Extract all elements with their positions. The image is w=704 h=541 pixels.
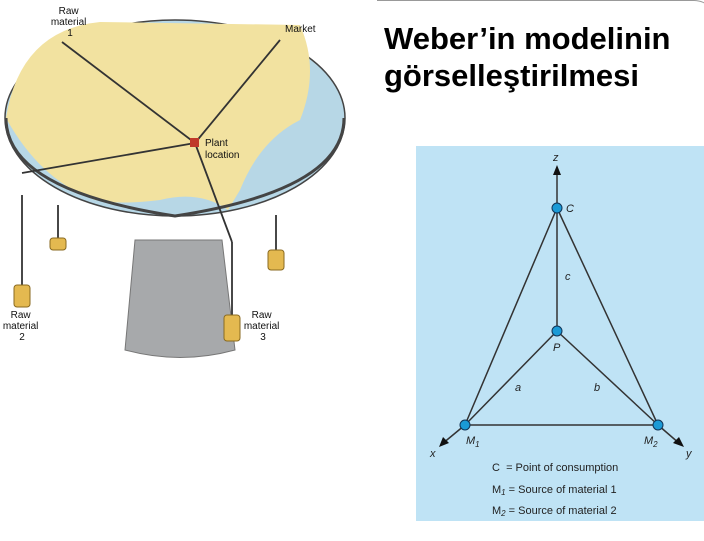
axis-x-label: x — [429, 448, 436, 460]
label-raw-material-3: Raw material 3 — [244, 310, 282, 343]
strings — [21, 39, 281, 315]
legend-m2: M2 = Source of material 2 — [492, 505, 617, 518]
point-m2-label: M2 — [644, 435, 658, 449]
point-m1-label: M1 — [466, 435, 480, 449]
weber-triangle-diagram: z x y C P M1 M2 c a b C = Point of consu… — [416, 146, 704, 521]
weber-table-illustration: Raw material 1 Market Plant location Raw… — [3, 6, 346, 358]
slide-frame — [377, 0, 704, 541]
title-line-2: görselleştirilmesi — [384, 58, 640, 93]
y-arrow-icon — [673, 437, 684, 447]
table-pedestal — [124, 239, 236, 358]
x-arrow-icon — [439, 437, 449, 447]
point-c-label: C — [566, 203, 574, 215]
axis-z-label: z — [552, 152, 559, 164]
illustration-and-diagram: Raw material 1 Market Plant location Raw… — [3, 6, 704, 521]
legend-c: C = Point of consumption — [492, 462, 618, 474]
weights — [13, 237, 285, 342]
axis-y-label: y — [685, 448, 693, 460]
node-m2 — [652, 419, 664, 431]
label-raw-material-1: Raw material 1 — [51, 6, 89, 39]
point-p-label: P — [553, 342, 561, 354]
node-p — [551, 325, 563, 337]
label-market: Market — [285, 24, 316, 35]
edge-c-label: c — [565, 271, 571, 283]
plant-marker — [190, 138, 199, 147]
edge-b-label: b — [594, 382, 600, 394]
slide-title: Weber’in modelinin görselleştirilmesi — [384, 20, 671, 94]
title-line-1: Weber’in modelinin — [384, 21, 671, 56]
node-c — [551, 202, 563, 214]
legend-m1: M1 = Source of material 1 — [492, 484, 617, 497]
label-raw-material-2: Raw material 2 — [3, 310, 41, 343]
z-arrow-icon — [553, 165, 561, 175]
edge-a-label: a — [515, 382, 521, 394]
label-plant-location: Plant location — [205, 138, 239, 161]
node-m1 — [459, 419, 471, 431]
